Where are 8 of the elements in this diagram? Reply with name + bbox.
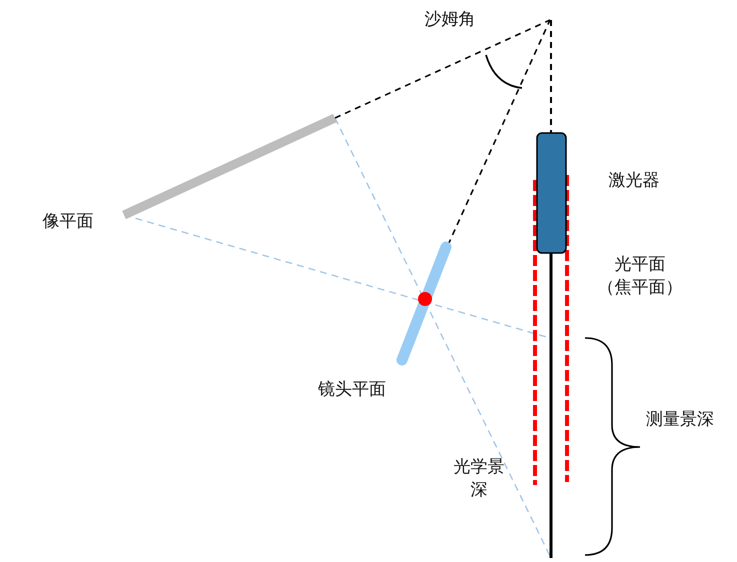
- label: 镜头平面: [318, 378, 386, 402]
- label: 沙姆角: [424, 8, 476, 32]
- label: 激光器: [608, 170, 660, 192]
- label: （焦平面）: [598, 276, 682, 300]
- label: 测量景深: [646, 408, 714, 432]
- label: 光学景深: [452, 456, 506, 502]
- label: 像平面: [42, 210, 94, 234]
- label: 光平面: [614, 254, 666, 276]
